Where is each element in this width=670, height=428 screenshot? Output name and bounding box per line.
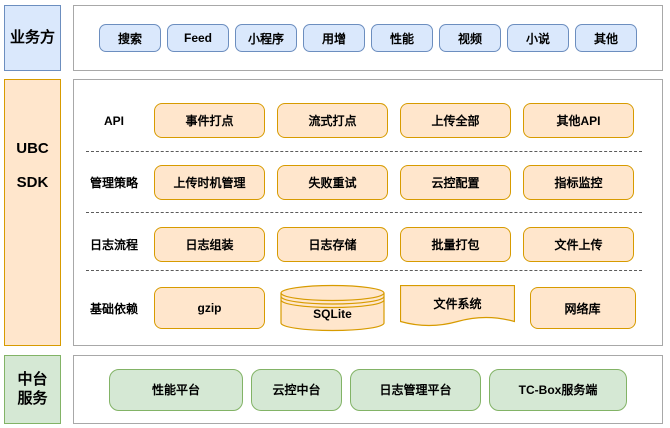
sdk-node-stream-log: 流式打点: [277, 103, 388, 138]
sdk-node-filesystem: 文件系统: [433, 297, 482, 311]
document-svg: [400, 285, 515, 327]
platform-services-container: 性能平台 云控中台 日志管理平台 TC-Box服务端: [73, 355, 663, 424]
sdk-row-dependencies: 基础依赖 gzip SQLite: [74, 271, 662, 345]
sdk-node-metrics-monitor: 指标监控: [523, 164, 634, 200]
sdk-row-api: API 事件打点 流式打点 上传全部 其他API: [74, 80, 662, 151]
business-section-label: 业务方: [4, 5, 61, 71]
sdk-node-retry: 失败重试: [277, 164, 388, 200]
platform-label-line2: 服务: [17, 389, 48, 407]
row-label-logflow: 日志流程: [89, 238, 138, 252]
sdk-node-log-assemble: 日志组装: [154, 227, 265, 262]
platform-section-label: 中台 服务: [4, 355, 61, 424]
cylinder-svg: [280, 284, 385, 332]
document-shape: 文件系统: [400, 285, 515, 331]
dashed-separator: [86, 151, 642, 152]
platform-node-log-management: 日志管理平台: [350, 368, 481, 411]
sdk-node-upload-timing: 上传时机管理: [154, 164, 265, 200]
database-cylinder-shape: SQLite: [280, 284, 385, 332]
business-label-text: 业务方: [9, 28, 55, 46]
sdk-section-label: UBC SDK: [4, 79, 61, 346]
sdk-node-file-upload: 文件上传: [523, 227, 634, 262]
business-apps-container: 搜索 Feed 小程序 用增 性能 视频 小说 其他: [73, 5, 663, 71]
sdk-node-gzip: gzip: [154, 287, 265, 329]
sdk-node-event-log: 事件打点: [154, 103, 265, 138]
app-node-feed: Feed: [167, 24, 229, 52]
sdk-label-line1: UBC: [16, 140, 49, 157]
platform-label-line1: 中台: [17, 370, 48, 388]
app-node-growth: 用增: [303, 24, 365, 52]
sdk-node-other-api: 其他API: [523, 103, 634, 138]
app-node-video: 视频: [439, 24, 501, 52]
app-node-novel: 小说: [507, 24, 569, 52]
platform-node-performance: 性能平台: [109, 368, 243, 411]
sdk-label-line2: SDK: [16, 173, 49, 191]
app-node-miniapp: 小程序: [235, 24, 297, 52]
sdk-node-batch-pack: 批量打包: [400, 227, 511, 262]
dashed-separator: [86, 270, 642, 271]
row-label-strategy: 管理策略: [89, 175, 138, 190]
sdk-row-logflow: 日志流程 日志组装 日志存储 批量打包 文件上传: [74, 213, 662, 270]
app-node-other: 其他: [575, 24, 637, 52]
sdk-node-network-lib: 网络库: [529, 287, 636, 329]
platform-node-tcbox-server: TC-Box服务端: [489, 368, 627, 411]
dashed-separator: [86, 212, 642, 213]
sdk-node-log-store: 日志存储: [277, 227, 388, 262]
sdk-node-sqlite: SQLite: [313, 307, 352, 321]
sdk-container: API 事件打点 流式打点 上传全部 其他API 管理策略 上传时机管理 失败重…: [73, 79, 663, 346]
platform-node-cloud-control: 云控中台: [251, 368, 342, 411]
row-label-api: API: [103, 113, 124, 128]
sdk-node-upload-all: 上传全部: [400, 103, 511, 138]
sdk-node-cloud-config: 云控配置: [400, 164, 511, 200]
app-node-search: 搜索: [99, 24, 161, 52]
sdk-row-strategy: 管理策略 上传时机管理 失败重试 云控配置 指标监控: [74, 152, 662, 212]
row-label-dependencies: 基础依赖: [89, 301, 138, 316]
app-node-performance: 性能: [371, 24, 433, 52]
